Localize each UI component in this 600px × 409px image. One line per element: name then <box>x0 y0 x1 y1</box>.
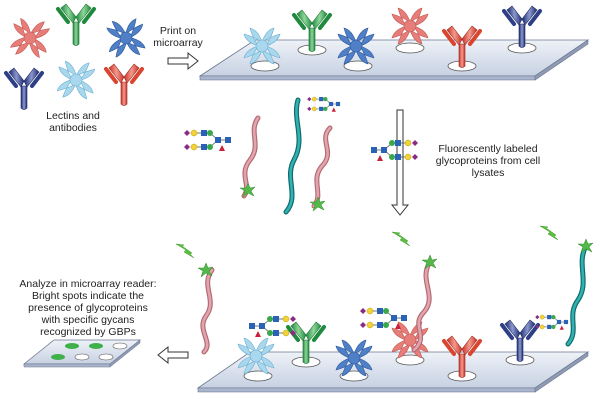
lectin-icon <box>105 17 147 59</box>
glycoprotein <box>283 96 341 215</box>
antibody-icon <box>104 62 144 108</box>
glycoprotein <box>309 125 419 212</box>
antibody-icon <box>4 66 44 112</box>
lectin-icon <box>391 7 429 45</box>
label-analyze: Analyze in microarray reader:Bright spot… <box>19 278 157 338</box>
microarray-slide-top <box>198 39 590 81</box>
bound-glycoprotein <box>359 231 438 353</box>
arrow-right-icon <box>167 51 199 71</box>
lectin-icon <box>9 17 51 59</box>
glycoprotein <box>183 115 261 199</box>
arrow-down-icon <box>390 109 410 216</box>
arrow-left-icon <box>157 345 189 365</box>
antibody-icon <box>56 2 96 48</box>
microarray-slide-bottom <box>196 351 590 393</box>
microarray-slide-icon <box>22 339 142 368</box>
lectin-icon <box>56 60 96 100</box>
bound-glycoprotein <box>534 225 594 347</box>
bound-glycoprotein <box>175 243 297 355</box>
